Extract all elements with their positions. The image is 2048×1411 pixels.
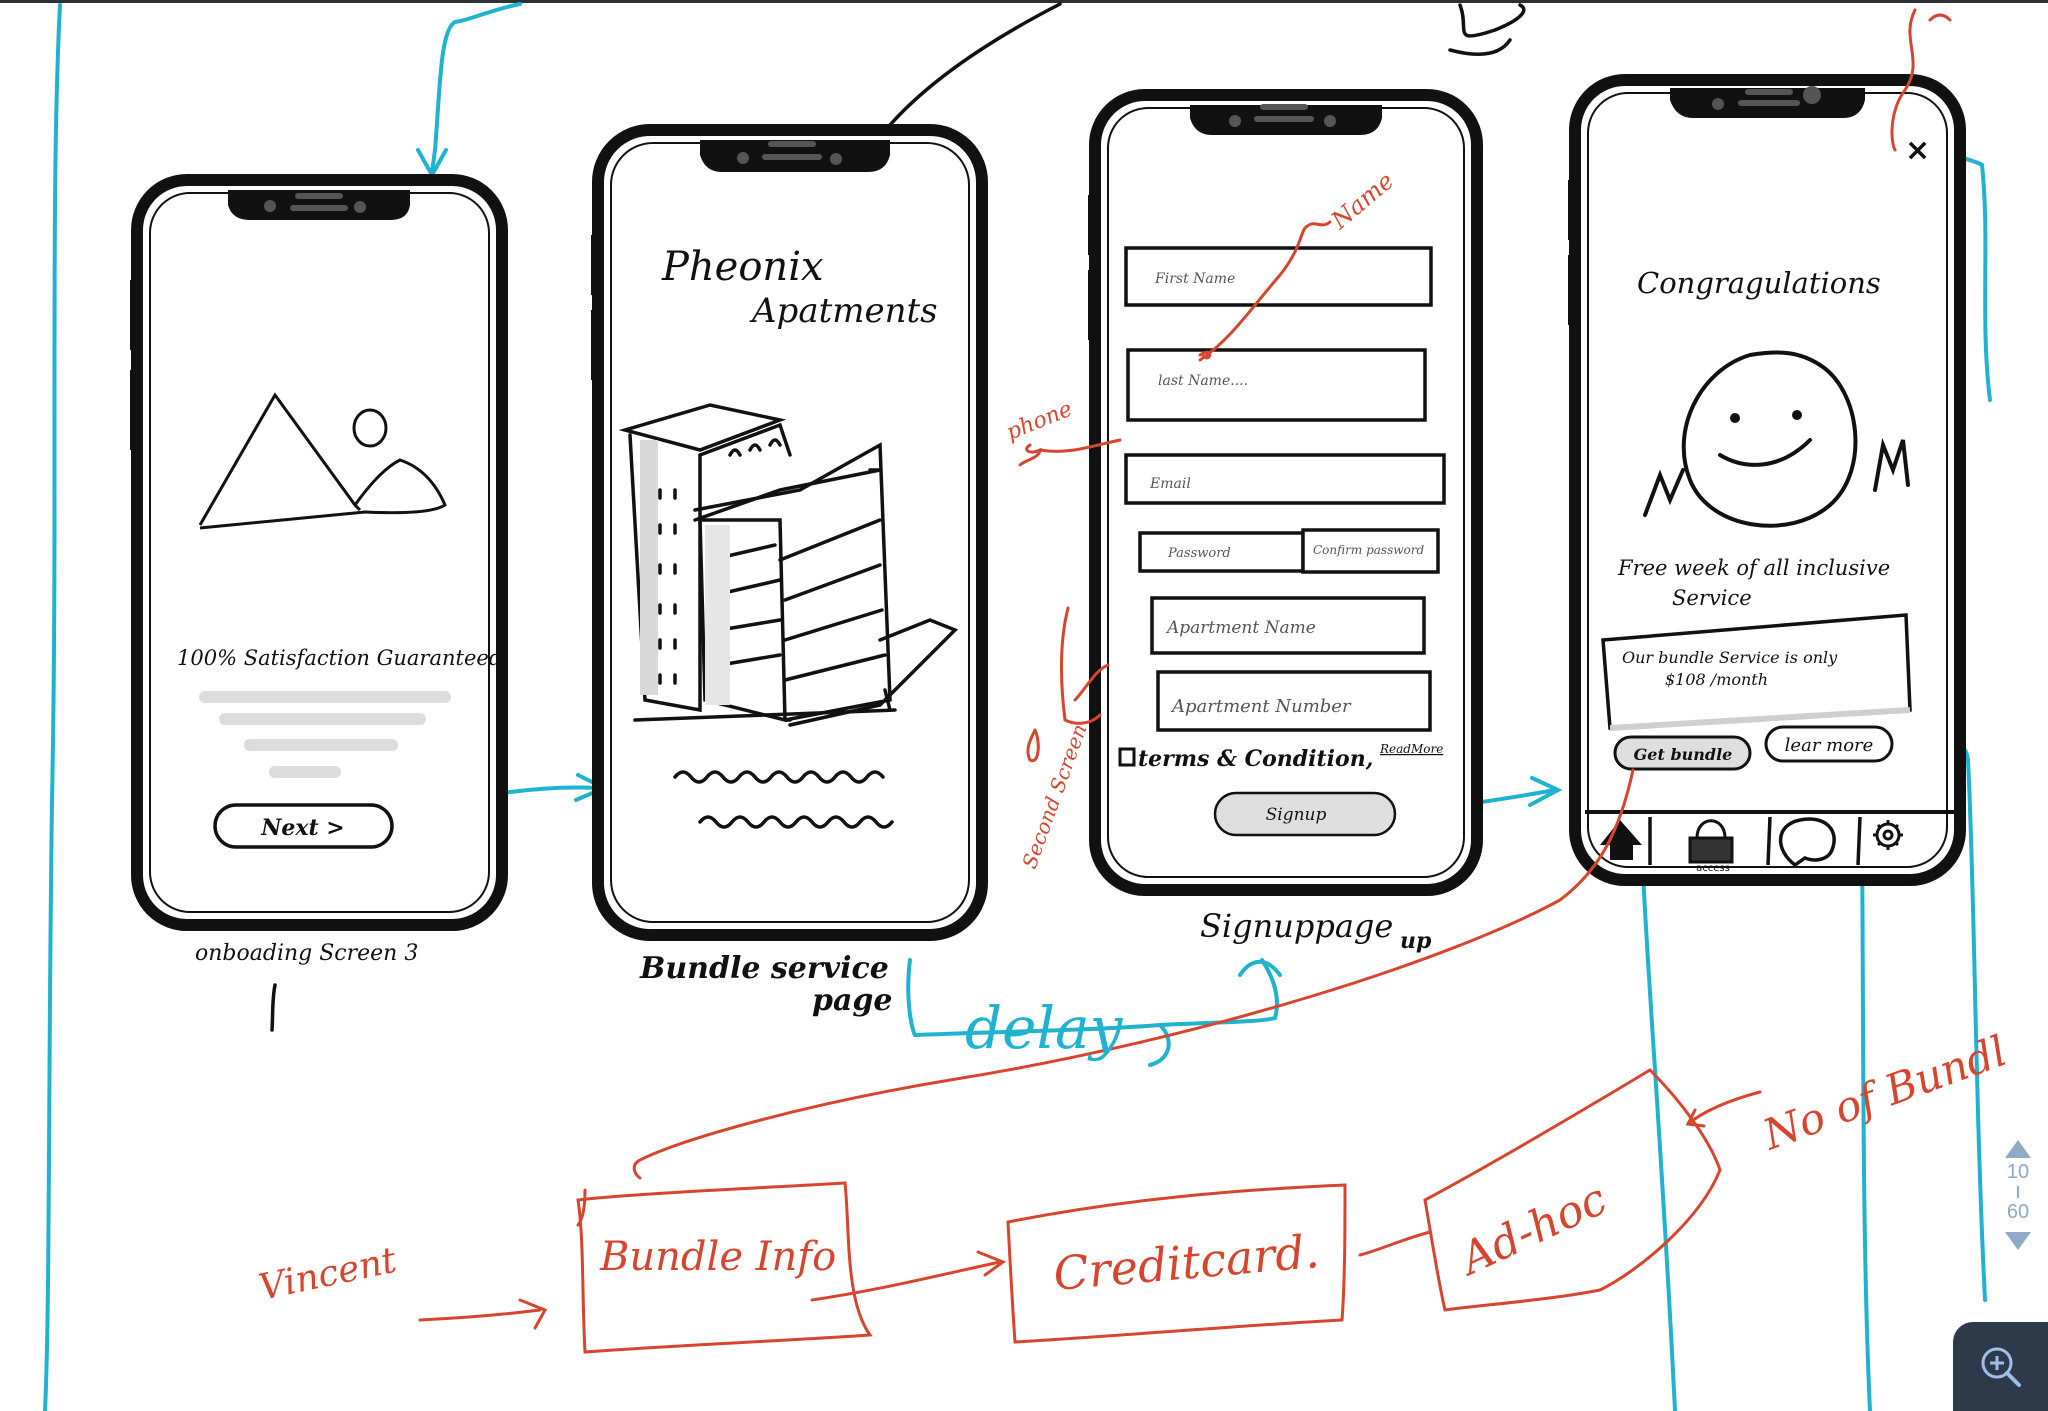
page-navigator: 10 60 <box>1998 1140 2038 1275</box>
caption-signup-suffix: up <box>1400 928 1432 954</box>
image-placeholder-icon <box>198 392 447 530</box>
get-bundle-button[interactable]: Get bundle <box>1613 735 1752 771</box>
terms-checkbox[interactable] <box>1118 747 1136 767</box>
caption-bundle-line1: Bundle service <box>639 951 889 986</box>
annotation-credit-card: Creditcard. <box>1051 1224 1321 1301</box>
learn-more-button[interactable]: lear more <box>1764 725 1894 763</box>
lock-access-label: access <box>1696 863 1730 874</box>
home-icon[interactable] <box>1600 820 1642 860</box>
signup-button[interactable]: Signup <box>1213 791 1397 837</box>
annotation-delay: delay <box>965 994 1124 1062</box>
current-page: 10 <box>2006 1161 2030 1183</box>
chat-bubble-icon[interactable] <box>1778 817 1836 868</box>
bundle-title-line2: Apatments <box>749 291 938 331</box>
building-shade-2 <box>705 525 730 705</box>
last-name-placeholder: last Name.... <box>1158 373 1248 389</box>
apartment-number-field[interactable] <box>1156 670 1432 732</box>
first-name-placeholder: First Name <box>1154 271 1235 287</box>
page-separator <box>2017 1186 2019 1198</box>
gear-icon[interactable] <box>1873 820 1903 850</box>
total-pages: 60 <box>2006 1201 2030 1223</box>
zoom-in-button[interactable] <box>1953 1322 2048 1411</box>
bundle-info-line1: Our bundle Service is only <box>1622 648 1838 667</box>
close-icon[interactable]: × <box>1905 133 1930 168</box>
annotation-bundle-info: Bundle Info <box>599 1234 836 1280</box>
next-button[interactable]: Next > <box>213 803 394 849</box>
annotation-vincent: Vincent <box>255 1240 400 1309</box>
annotation-ad-hoc: Ad-hoc <box>1449 1174 1614 1287</box>
caption-bundle-line2: page <box>812 983 892 1018</box>
caption-signup: Signuppage <box>1200 907 1393 945</box>
annotation-no-of-bundles: No of Bundl <box>1756 1026 2013 1160</box>
free-week-line1: Free week of all inclusive <box>1617 556 1890 580</box>
next-button-label: Next > <box>260 815 344 841</box>
bundle-title-line1: Pheonix <box>661 244 824 290</box>
email-field[interactable] <box>1124 453 1446 505</box>
bottom-nav <box>1648 816 1862 866</box>
free-week-line2: Service <box>1672 586 1752 610</box>
bundle-info-card: Our bundle Service is only $108 /month <box>1601 613 1912 731</box>
learn-more-label: lear more <box>1785 735 1874 756</box>
apartment-name-field[interactable] <box>1150 596 1426 655</box>
last-name-field[interactable] <box>1126 348 1427 422</box>
caption-onboarding: onboading Screen 3 <box>195 941 418 966</box>
email-placeholder: Email <box>1149 476 1191 492</box>
page-up-icon[interactable] <box>2005 1140 2031 1158</box>
phone-bundle-service: Pheonix Apatments <box>591 124 988 941</box>
signup-button-label: Signup <box>1266 805 1327 825</box>
zoom-in-icon <box>1981 1347 2021 1387</box>
apartment-name-placeholder: Apartment Name <box>1165 618 1316 638</box>
text-placeholder-lines <box>199 691 451 778</box>
phone-signup: First Name last Name.... Email Password … <box>1088 89 1483 896</box>
phone-congratulations: × Congragulations Free week of all inclu… <box>1568 74 1966 886</box>
black-scribbles <box>270 2 1526 1032</box>
confirm-password-field[interactable] <box>1301 528 1440 574</box>
building-sketch-icon <box>618 403 959 727</box>
top-bar <box>0 0 2048 3</box>
read-more-link[interactable]: ReadMore <box>1379 742 1443 756</box>
get-bundle-label: Get bundle <box>1634 745 1733 764</box>
annotation-phone: phone <box>1003 397 1076 446</box>
red-annotations <box>418 8 1952 1354</box>
satisfaction-text: 100% Satisfaction Guaranteed <box>177 646 502 670</box>
bundle-info-line2: $108 /month <box>1665 670 1768 689</box>
apartment-number-placeholder: Apartment Number <box>1170 696 1352 717</box>
lock-icon[interactable]: access <box>1688 819 1734 874</box>
password-placeholder: Password <box>1167 546 1231 561</box>
phone-onboarding: 100% Satisfaction Guaranteed Next > <box>130 174 508 931</box>
building-shade <box>640 440 658 695</box>
wavy-text-placeholder <box>673 770 894 829</box>
confirm-password-placeholder: Confirm password <box>1313 543 1424 557</box>
terms-text: terms & Condition, <box>1138 746 1373 772</box>
congrats-title: Congragulations <box>1637 266 1881 300</box>
smiley-face-icon <box>1643 350 1910 528</box>
page-down-icon[interactable] <box>2005 1232 2031 1250</box>
